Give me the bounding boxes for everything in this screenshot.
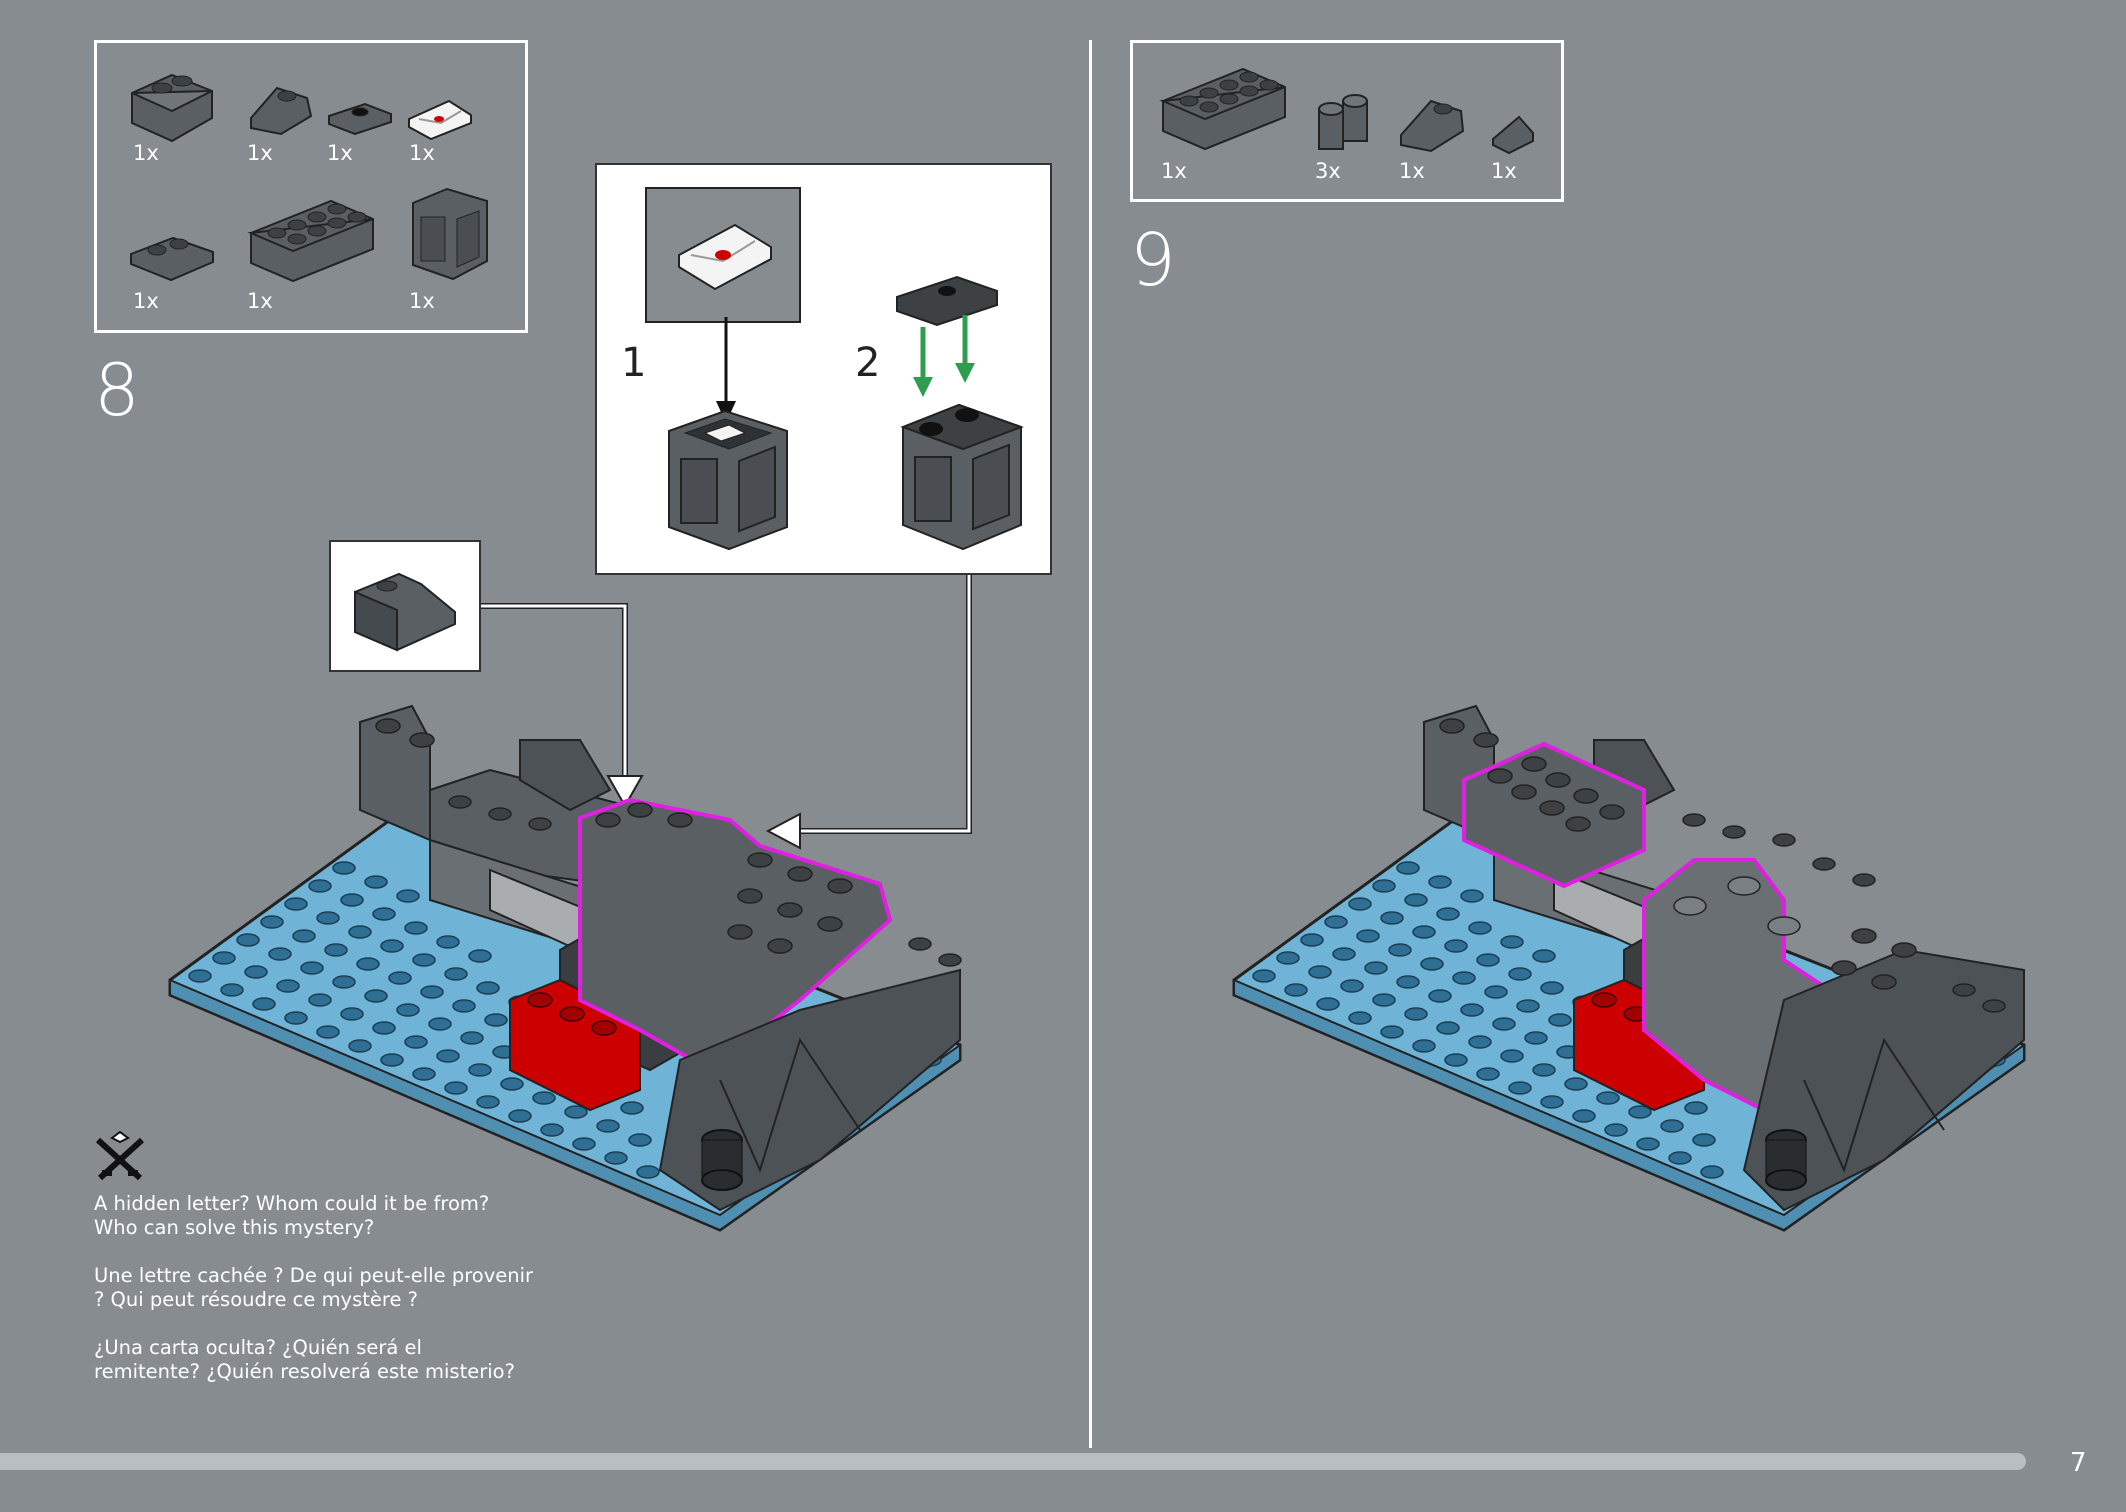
slope-brick-1x2-icon — [354, 572, 456, 652]
crate-icon — [412, 187, 488, 281]
slope-brick-1x2-icon — [250, 86, 313, 136]
slope-brick-2x2-icon — [131, 73, 213, 143]
round-brick-icon — [1318, 94, 1368, 150]
story-text: A hidden letter? Whom could it be from? … — [94, 1192, 534, 1408]
page-progress-bar — [0, 1453, 2026, 1470]
part-qty: 1x — [1491, 159, 1517, 183]
part-qty: 1x — [247, 141, 273, 165]
brick-2x4-icon — [1159, 67, 1286, 151]
step9-parts-box: 1x 3x 1x 1x — [1130, 40, 1564, 202]
letter-tile-icon — [678, 223, 772, 291]
part-qty: 1x — [133, 141, 159, 165]
plate-down-arrows-icon — [896, 275, 998, 397]
part-qty: 1x — [327, 141, 353, 165]
crate-open-icon — [668, 409, 788, 551]
part-qty: 3x — [1315, 159, 1341, 183]
plate-2x2-icon — [130, 236, 214, 282]
part-qty: 1x — [247, 289, 273, 313]
story-english: A hidden letter? Whom could it be from? … — [94, 1192, 490, 1239]
part-qty: 1x — [1399, 159, 1425, 183]
crossed-swords-icon — [95, 1130, 145, 1181]
story-spanish: ¿Una carta oculta? ¿Quién será el remite… — [94, 1336, 515, 1383]
step8-model-illustration — [168, 704, 962, 1232]
letter-tile-icon — [408, 99, 472, 141]
brick-2x4-icon — [247, 199, 374, 283]
part-qty: 1x — [1161, 159, 1187, 183]
substep-number-1: 1 — [621, 340, 647, 386]
part-qty: 1x — [409, 141, 435, 165]
jumper-plate-icon — [328, 102, 392, 136]
cheese-slope-icon — [1492, 115, 1534, 155]
crate-closed-icon — [900, 403, 1024, 551]
letter-tile-panel — [645, 187, 801, 323]
step-number-8: 8 — [94, 348, 140, 432]
substep-number-2: 2 — [855, 340, 881, 386]
page-number: 7 — [2070, 1448, 2087, 1478]
part-qty: 1x — [133, 289, 159, 313]
step-number-9: 9 — [1130, 218, 1176, 302]
slope-callout — [329, 540, 481, 672]
story-french: Une lettre cachée ? De qui peut-elle pro… — [94, 1264, 534, 1311]
subassembly-callout: 1 2 — [595, 163, 1052, 575]
page-divider — [1089, 40, 1092, 1448]
step9-model-illustration — [1232, 704, 2026, 1232]
step8-parts-box: 1x 1x 1x 1x 1x 1x 1x — [94, 40, 528, 333]
part-qty: 1x — [409, 289, 435, 313]
slope-brick-1x2-icon — [1400, 99, 1465, 153]
